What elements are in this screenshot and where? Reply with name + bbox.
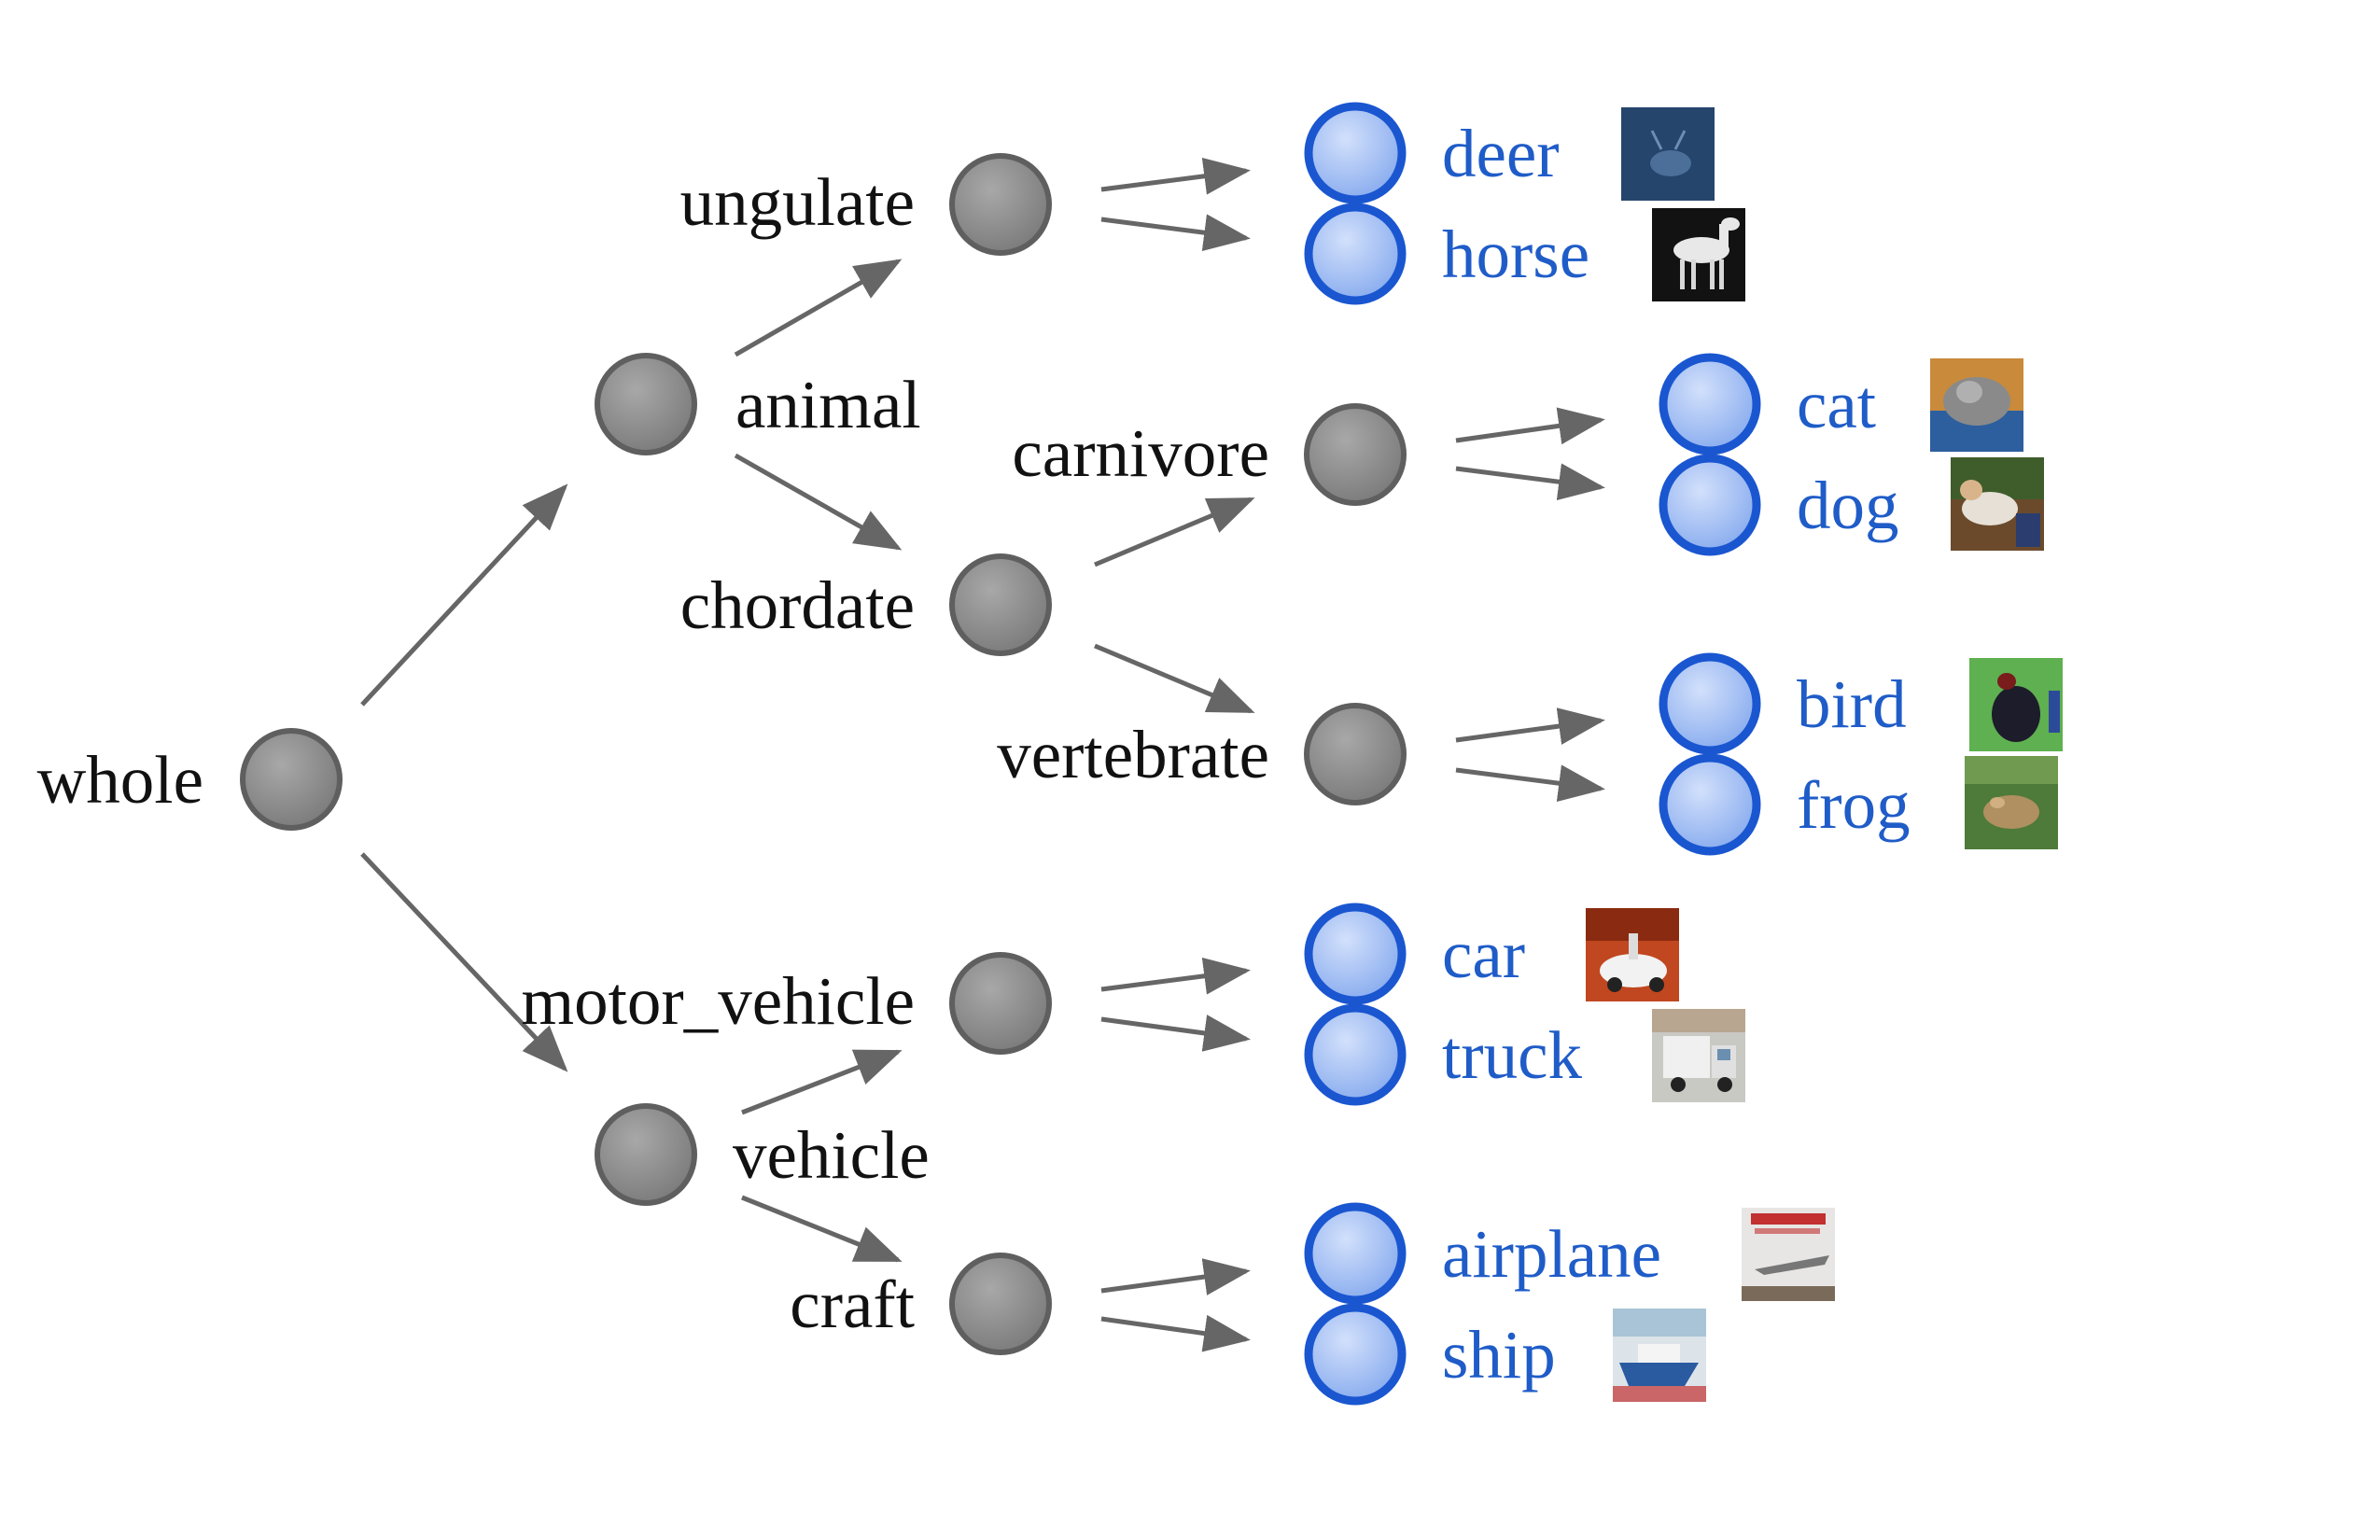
leaf-nodes: [1304, 102, 1761, 1406]
node-carnivore: [1304, 403, 1407, 506]
label-craft: craft: [790, 1267, 915, 1342]
label-bird: bird: [1797, 666, 1907, 742]
edge-carnivore-cat: [1455, 407, 1605, 445]
node-craft: [949, 1253, 1052, 1355]
edge-vehicle-craft: [741, 1195, 903, 1263]
label-car: car: [1442, 917, 1525, 992]
edge-ungulate-deer: [1100, 157, 1251, 195]
label-animal: animal: [735, 367, 921, 442]
thumbnail-deer: [1621, 107, 1715, 201]
leaf-node-airplane: [1304, 1202, 1407, 1305]
label-vehicle: vehicle: [733, 1117, 930, 1193]
node-motor-vehicle: [949, 952, 1052, 1055]
edge-motor-vehicle-truck: [1100, 1015, 1251, 1052]
leaf-node-horse: [1304, 203, 1407, 305]
edge-ungulate-horse: [1100, 214, 1251, 252]
leaf-node-dog: [1659, 454, 1761, 556]
node-chordate: [949, 553, 1052, 656]
leaf-node-ship: [1304, 1303, 1407, 1406]
thumbnail-airplane: [1742, 1208, 1835, 1301]
leaf-labels: deer horse cat dog bird frog car truck a…: [1442, 116, 1911, 1393]
label-whole: whole: [37, 742, 203, 818]
thumbnail-cat: [1930, 358, 2023, 452]
label-horse: horse: [1442, 217, 1589, 292]
edge-carnivore-dog: [1455, 463, 1605, 501]
edge-vertebrate-bird: [1455, 707, 1605, 745]
edges: [360, 157, 1605, 1352]
edge-chordate-carnivore: [1094, 497, 1255, 567]
node-whole: [240, 728, 343, 831]
label-truck: truck: [1442, 1017, 1582, 1093]
internal-nodes: [240, 153, 1407, 1355]
edge-whole-vehicle: [360, 852, 568, 1072]
leaf-node-car: [1304, 903, 1407, 1005]
thumbnail-bird: [1969, 658, 2063, 751]
node-vertebrate: [1304, 703, 1407, 805]
edge-vertebrate-frog: [1455, 764, 1605, 803]
label-deer: deer: [1442, 116, 1560, 191]
edge-vehicle-motor-vehicle: [741, 1049, 903, 1115]
edge-whole-animal: [360, 483, 568, 707]
internal-labels: whole animal vehicle ungulate chordate c…: [37, 164, 1269, 1342]
thumbnail-dog: [1951, 457, 2044, 551]
thumbnail-ship: [1613, 1309, 1706, 1402]
label-vertebrate: vertebrate: [997, 717, 1269, 792]
label-dog: dog: [1797, 468, 1899, 543]
thumbnail-horse: [1652, 208, 1745, 301]
edge-motor-vehicle-car: [1100, 957, 1251, 995]
leaf-node-bird: [1659, 652, 1761, 755]
edge-animal-ungulate: [734, 259, 903, 357]
leaf-node-deer: [1304, 102, 1407, 204]
thumbnails: [1586, 107, 2063, 1402]
edge-craft-ship: [1100, 1314, 1251, 1352]
thumbnail-truck: [1652, 1009, 1745, 1102]
edge-animal-chordate: [734, 453, 903, 551]
label-carnivore: carnivore: [1012, 415, 1269, 491]
label-airplane: airplane: [1442, 1216, 1661, 1292]
label-motor-vehicle: motor_vehicle: [521, 963, 915, 1039]
label-ungulate: ungulate: [680, 164, 915, 240]
edge-craft-airplane: [1100, 1258, 1251, 1295]
leaf-node-truck: [1304, 1003, 1407, 1106]
node-ungulate: [949, 153, 1052, 256]
leaf-node-frog: [1659, 753, 1761, 856]
node-vehicle: [595, 1103, 697, 1206]
label-chordate: chordate: [680, 567, 915, 643]
thumbnail-car: [1586, 908, 1679, 1001]
label-ship: ship: [1442, 1317, 1556, 1393]
thumbnail-frog: [1965, 756, 2058, 849]
label-cat: cat: [1797, 367, 1876, 442]
node-animal: [595, 353, 697, 455]
label-frog: frog: [1797, 767, 1911, 843]
leaf-node-cat: [1659, 353, 1761, 455]
edge-chordate-vertebrate: [1094, 643, 1255, 714]
